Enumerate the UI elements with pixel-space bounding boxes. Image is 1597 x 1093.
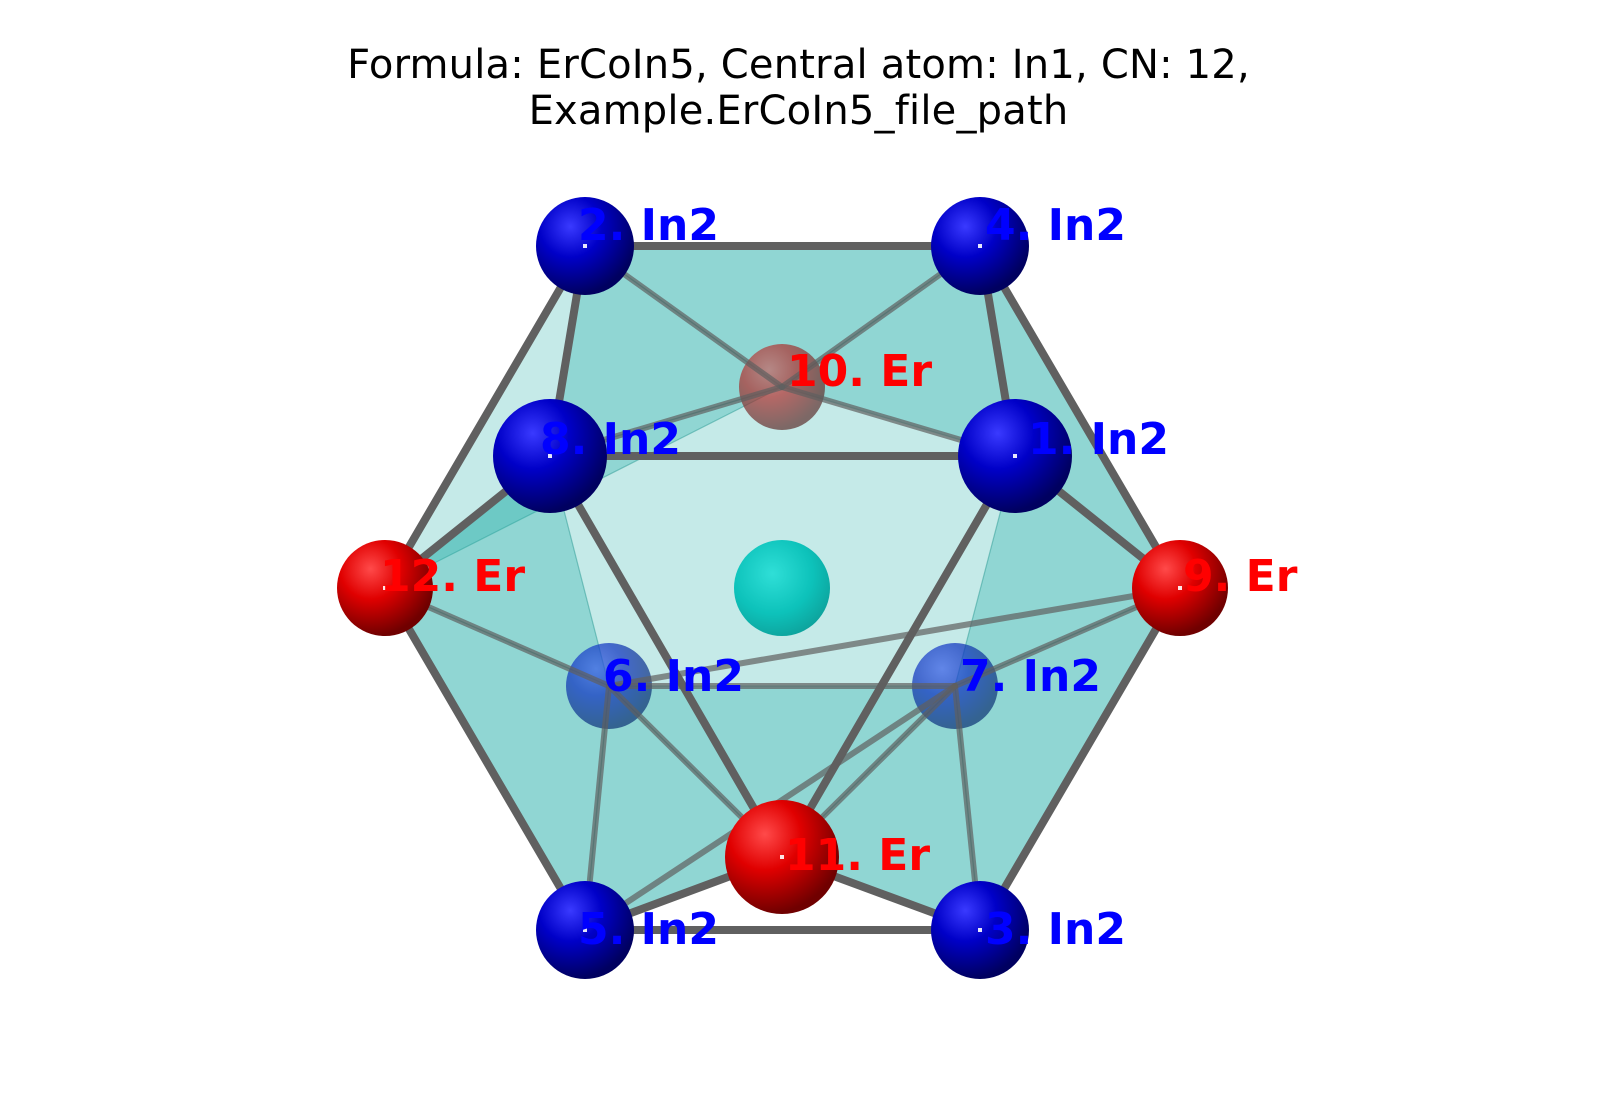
- atom-labels: 1. In2 2. In2 3. In2 4. In2 5. In2 6. In2 7. I…: [380, 200, 1298, 955]
- atom-1-in2-sphere[interactable]: [958, 399, 1072, 513]
- bond-12-2: [381, 242, 589, 592]
- atom-12-er-sphere[interactable]: [337, 540, 433, 636]
- atom-label-3: 3. In2: [985, 904, 1126, 955]
- atom-5-in2-sphere[interactable]: [536, 881, 634, 979]
- bond-8-11: [546, 452, 786, 861]
- bond-5-12: [381, 584, 589, 934]
- atom-label-4: 4. In2: [985, 200, 1126, 251]
- atom-label-9: 9. Er: [1183, 551, 1298, 602]
- atom-8-in2-sphere[interactable]: [493, 399, 607, 513]
- atom-3-in2-sphere[interactable]: [931, 881, 1029, 979]
- atom-center-marker: [548, 454, 552, 458]
- atom-center-marker: [583, 244, 587, 248]
- plot-title-line-2: Example.ErCoIn5_file_path: [528, 88, 1069, 134]
- atom-center-marker: [583, 928, 587, 932]
- central-atom-in1-sphere[interactable]: [734, 540, 830, 636]
- bond-4-9: [976, 242, 1184, 592]
- atom-center-marker: [383, 586, 387, 590]
- central-atom-group: [734, 540, 830, 636]
- atom-label-8: 8. In2: [540, 414, 681, 465]
- atom-center-marker: [780, 855, 784, 859]
- bond-9-3: [976, 584, 1184, 934]
- atom-center-marker: [978, 244, 982, 248]
- atom-center-marker: [978, 928, 982, 932]
- bond-9-6: [606, 585, 1183, 689]
- plot-title-line-1: Formula: ErCoIn5, Central atom: In1, CN:…: [347, 42, 1250, 88]
- bond-1-11: [778, 452, 1019, 861]
- atom-label-10: 10. Er: [787, 346, 932, 397]
- atom-label-2: 2. In2: [578, 200, 719, 251]
- atom-label-6: 6. In2: [603, 651, 744, 702]
- atom-center-marker: [1013, 454, 1017, 458]
- atom-4-in2-sphere[interactable]: [931, 197, 1029, 295]
- atom-label-5: 5. In2: [578, 904, 719, 955]
- atom-label-12: 12. Er: [380, 551, 525, 602]
- atom-center-marker: [1178, 586, 1182, 590]
- atom-label-7: 7. In2: [960, 651, 1101, 702]
- atom-2-in2-sphere[interactable]: [536, 197, 634, 295]
- atom-9-er-sphere[interactable]: [1132, 540, 1228, 636]
- atom-11-er-sphere[interactable]: [725, 800, 839, 914]
- atom-label-1: 1. In2: [1028, 414, 1169, 465]
- front-atoms: [337, 197, 1228, 979]
- atom-label-11: 11. Er: [785, 830, 930, 881]
